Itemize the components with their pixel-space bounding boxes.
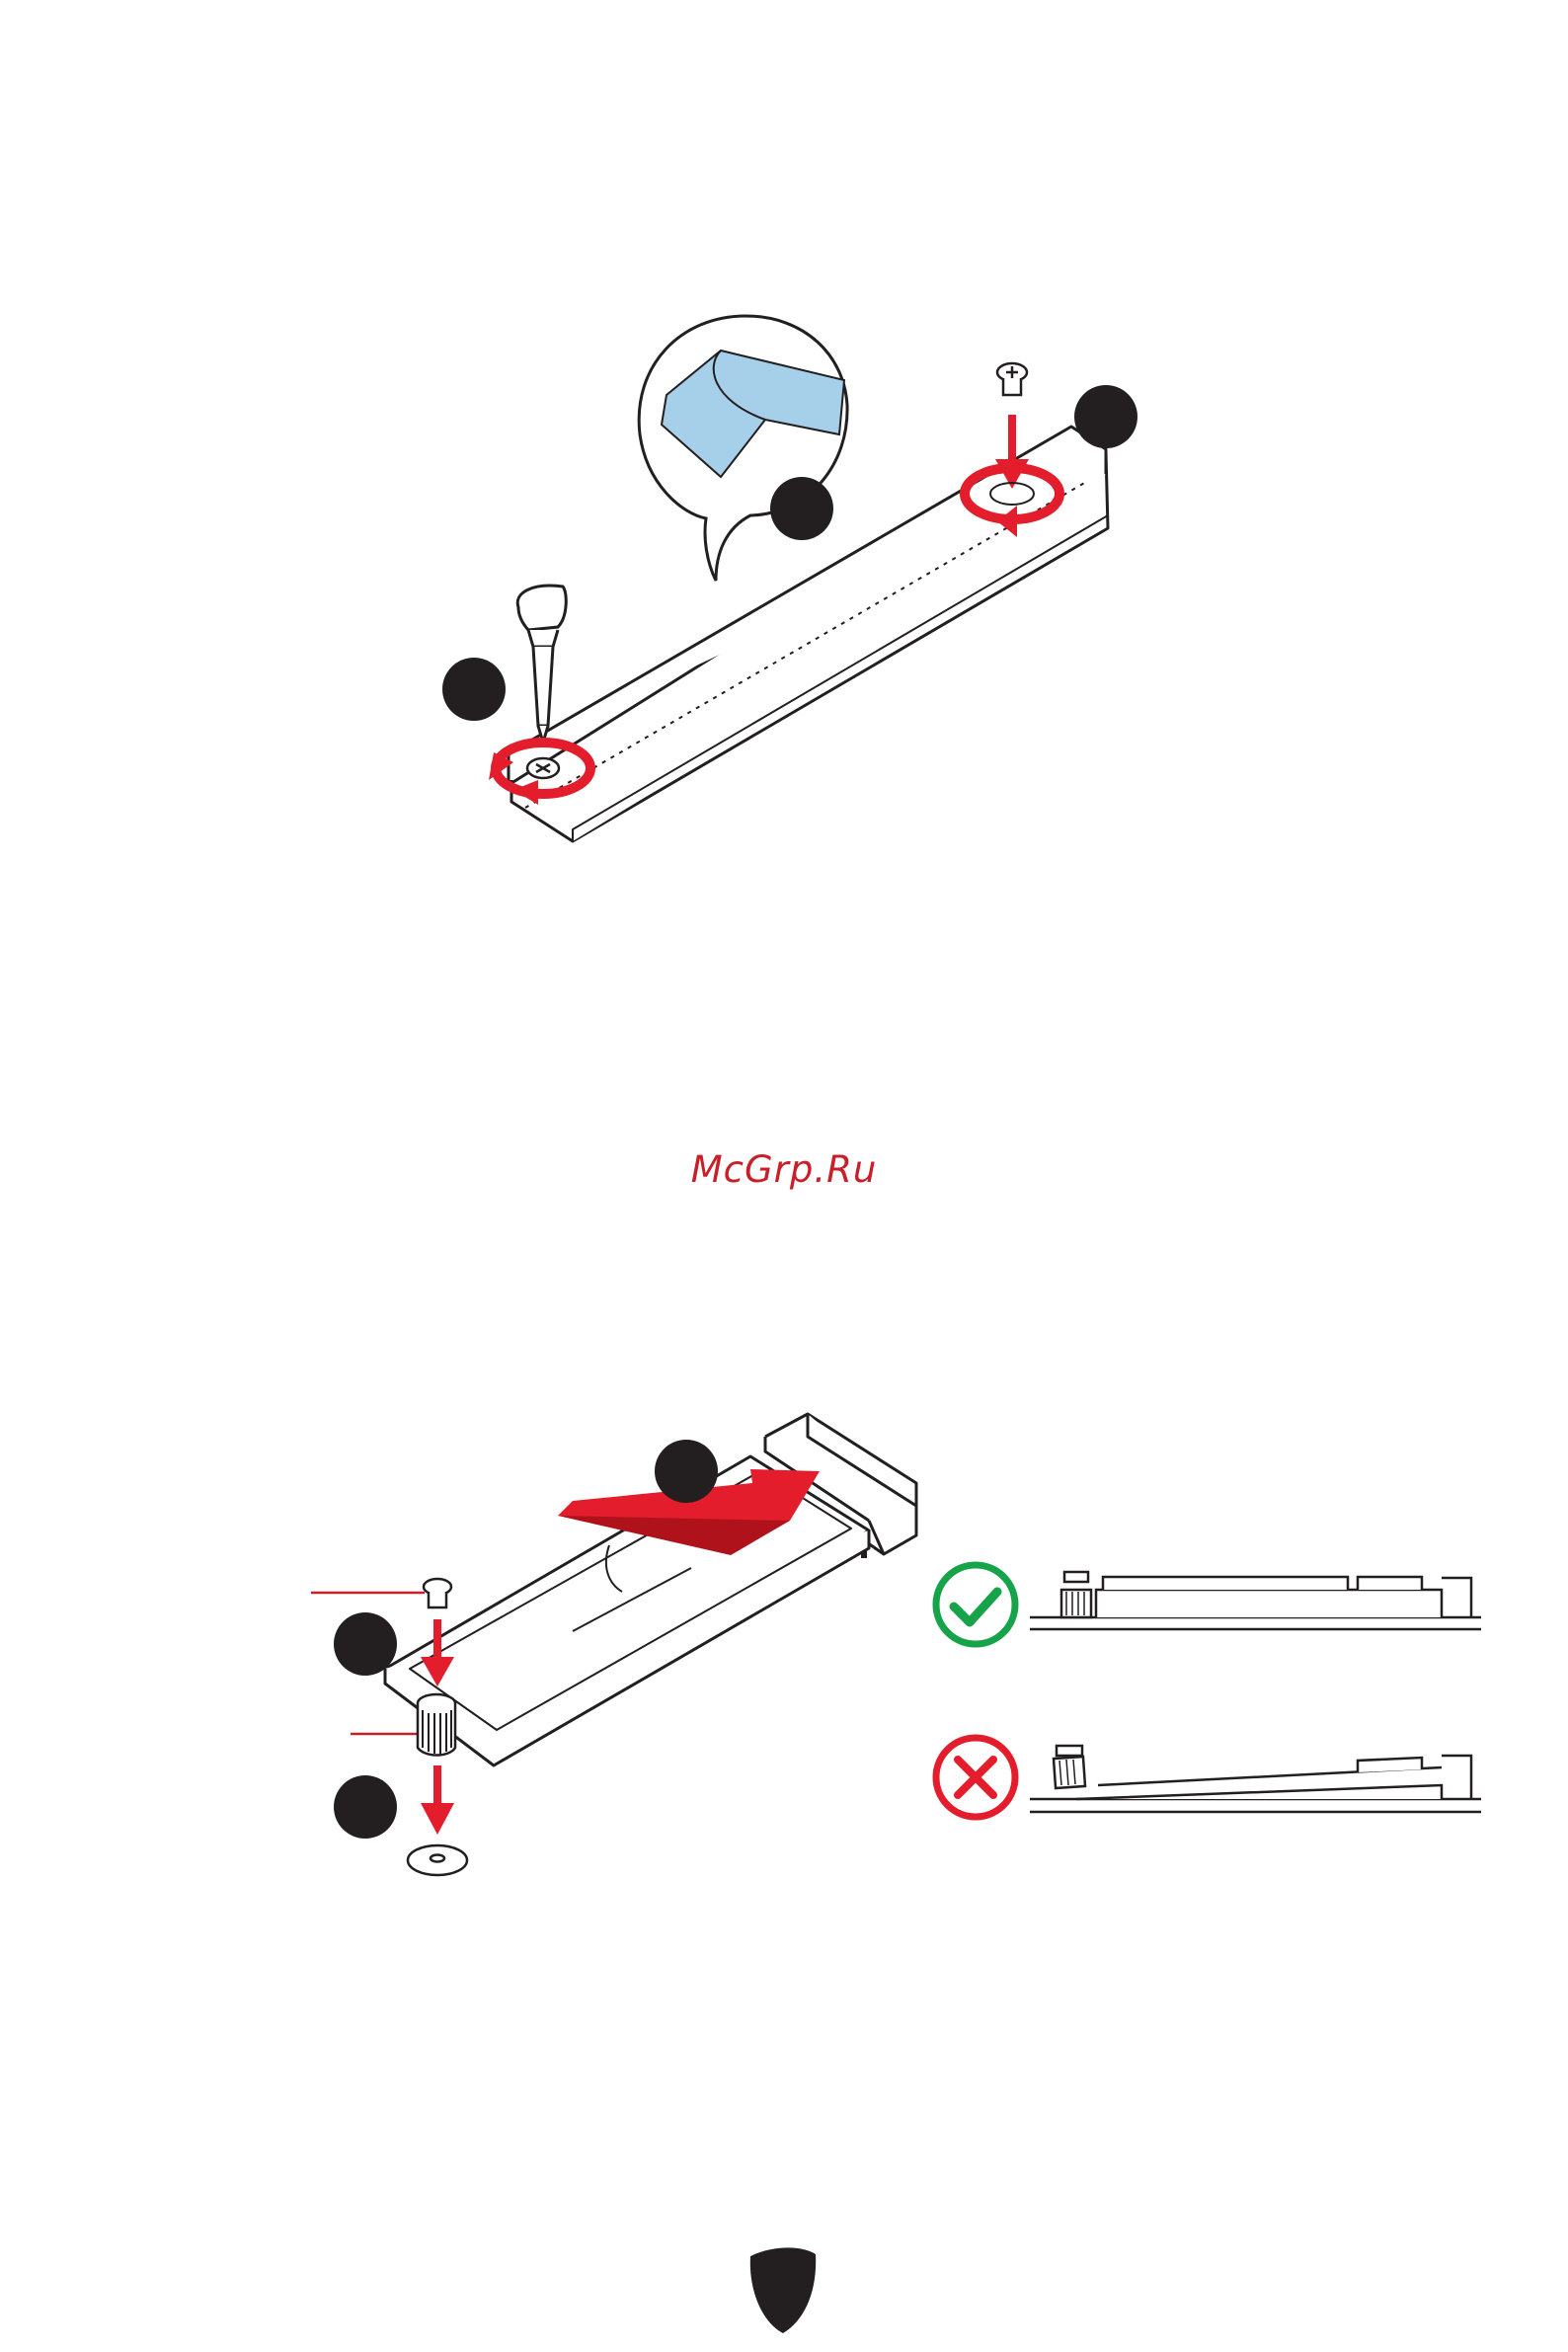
screw-icon [424,1579,451,1607]
incorrect-install-diagram [1030,1746,1481,1812]
correct-install-diagram [1030,1572,1481,1629]
step-badge [334,1612,397,1676]
standoff-icon [418,1694,455,1756]
step-badge [334,1775,397,1839]
msi-shield-icon [750,2247,816,2333]
check-circle-icon [936,1565,1015,1644]
washer-icon [408,1845,467,1875]
step-badge [655,1440,718,1503]
cross-circle-icon [936,1738,1015,1817]
